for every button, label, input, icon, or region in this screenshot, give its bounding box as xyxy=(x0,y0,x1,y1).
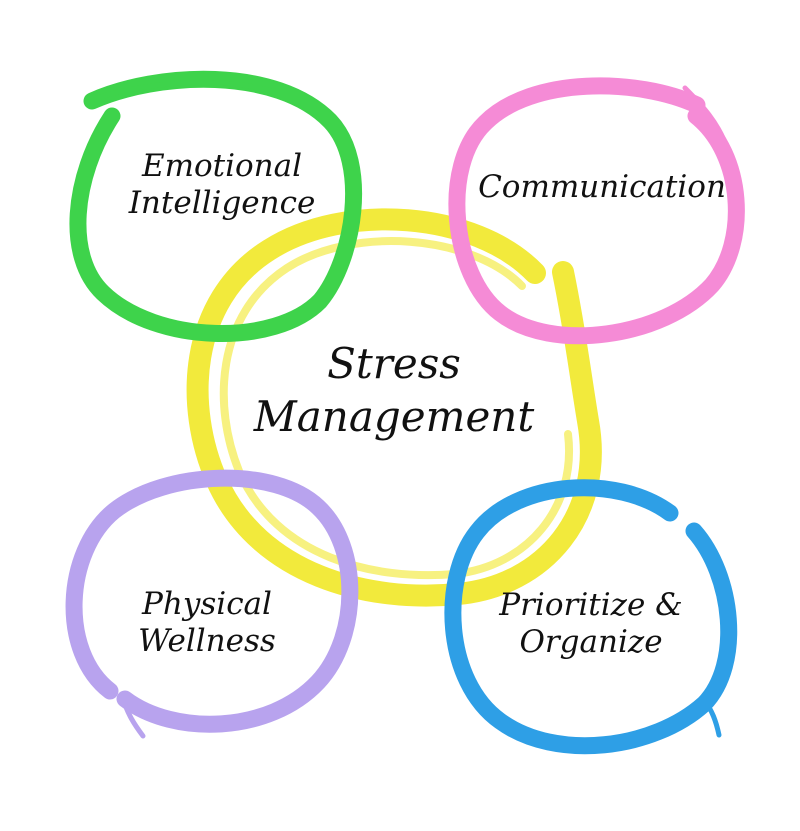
stress-management-line1: Stress xyxy=(327,339,461,388)
prioritize-organize-label: Prioritize & Organize xyxy=(471,587,711,660)
physical-wellness-line1: Physical xyxy=(142,586,272,622)
physical-wellness-circle xyxy=(65,469,359,739)
emotional-intelligence-stroke-main xyxy=(69,70,363,342)
prioritize-organize-circle xyxy=(444,479,738,755)
emotional-intelligence-label: Emotional Intelligence xyxy=(108,148,336,221)
emotional-intelligence-stroke-tail xyxy=(85,80,278,104)
physical-wellness-line2: Wellness xyxy=(138,622,276,659)
center-circle-stroke-main xyxy=(186,208,602,607)
prioritize-organize-stroke-tail xyxy=(701,697,722,738)
physical-wellness-stroke-main xyxy=(65,469,359,733)
prioritize-organize-stroke-main xyxy=(444,479,738,755)
emotional-intelligence-circle xyxy=(69,70,363,342)
prioritize-organize-line2: Organize xyxy=(519,623,663,660)
communication-stroke-tail xyxy=(682,85,727,143)
stress-management-label: Stress Management xyxy=(214,338,574,443)
communication-circle xyxy=(448,77,745,345)
emotional-intelligence-line2: Intelligence xyxy=(128,184,316,221)
emotional-intelligence-line1: Emotional xyxy=(141,148,303,184)
physical-wellness-stroke-tail xyxy=(120,695,146,739)
stress-management-line2: Management xyxy=(253,391,535,441)
prioritize-organize-line1: Prioritize & xyxy=(499,587,683,623)
communication-stroke-main xyxy=(448,77,745,345)
communication-line1: Communication xyxy=(478,169,726,205)
physical-wellness-label: Physical Wellness xyxy=(94,586,320,659)
communication-label: Communication xyxy=(452,169,752,206)
